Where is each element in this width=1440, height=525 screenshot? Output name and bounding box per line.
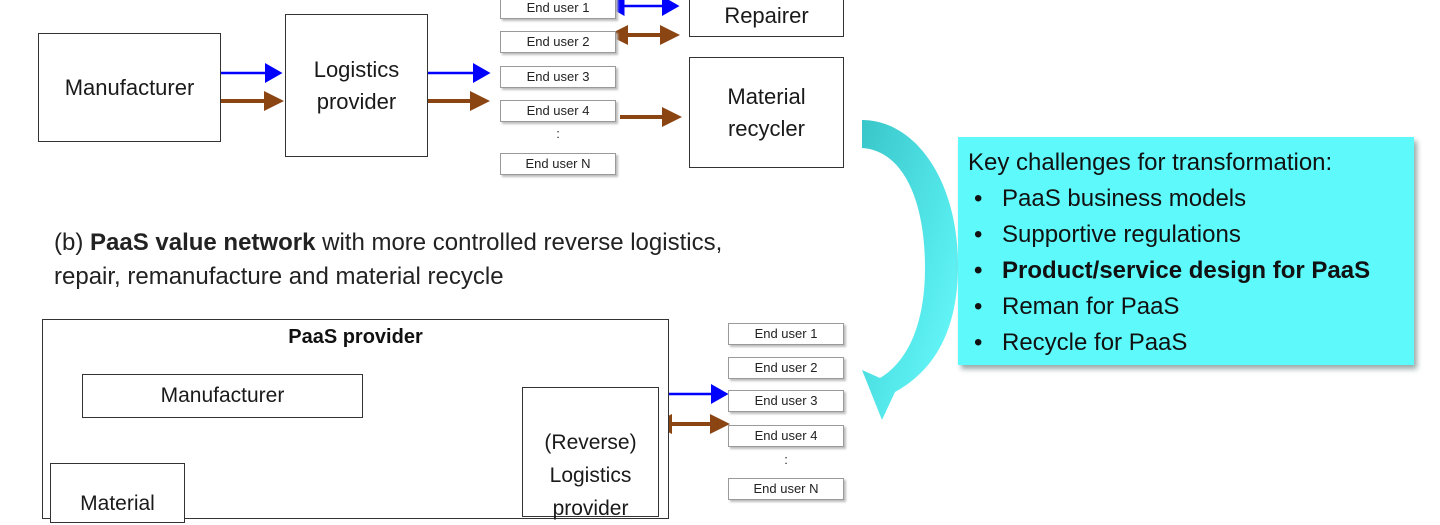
end-user-box: End user 3 <box>500 66 616 88</box>
challenge-item: Supportive regulations <box>968 217 1404 253</box>
recycler-label-line2: recycler <box>727 115 805 141</box>
challenge-item: PaaS business models <box>968 181 1404 217</box>
key-challenges-list: PaaS business models Supportive regulati… <box>968 181 1404 361</box>
logistics-provider-box: Logistics provider <box>285 14 428 157</box>
caption-prefix: (b) <box>54 229 90 256</box>
caption-line2: repair, remanufacture and material recyc… <box>54 263 504 290</box>
key-challenges-title: Key challenges for transformation: <box>968 149 1333 176</box>
end-user-box: End user 1 <box>500 0 616 19</box>
reverse-label-line3: provider <box>552 497 629 520</box>
caption-rest: with more controlled reverse logistics, <box>315 229 723 256</box>
bottom-material-box: Material <box>50 463 185 523</box>
logistics-label-line2: provider <box>316 88 397 114</box>
bottom-material-label: Material <box>80 492 155 515</box>
reverse-logistics-box: (Reverse) Logistics provider <box>522 387 659 520</box>
repairer-box: Repairer <box>689 0 844 37</box>
end-user-box: End user 4 <box>500 100 616 122</box>
logistics-label-line1: Logistics <box>313 56 400 82</box>
end-user-ellipsis: : <box>556 126 560 141</box>
paas-provider-title: PaaS provider <box>288 326 423 348</box>
challenge-item-highlight: Product/service design for PaaS <box>968 253 1404 289</box>
end-user-box: End user N <box>728 478 844 500</box>
key-challenges-box: Key challenges for transformation: PaaS … <box>958 137 1414 365</box>
bottom-manufacturer-box: Manufacturer <box>82 374 363 418</box>
transition-curve-arrow <box>862 120 958 420</box>
manufacturer-label: Manufacturer <box>64 74 195 100</box>
reverse-label-line2: Logistics <box>549 464 632 487</box>
end-user-box: End user 2 <box>500 31 616 53</box>
reverse-label-line1: (Reverse) <box>544 431 637 454</box>
recycler-label-line1: Material <box>727 83 806 109</box>
end-user-box: End user 3 <box>728 390 844 412</box>
caption-bold: PaaS value network <box>90 229 316 256</box>
section-b-caption: (b) PaaS value network with more control… <box>54 226 854 294</box>
end-user-box: End user N <box>500 153 616 175</box>
end-user-box: End user 4 <box>728 425 844 447</box>
challenge-item: Reman for PaaS <box>968 289 1404 325</box>
end-user-box: End user 2 <box>728 357 844 379</box>
material-recycler-box: Material recycler <box>689 57 844 168</box>
challenge-item: Recycle for PaaS <box>968 325 1404 361</box>
end-user-ellipsis: : <box>784 452 788 467</box>
manufacturer-box: Manufacturer <box>38 33 221 142</box>
repairer-label: Repairer <box>724 2 809 28</box>
bottom-manufacturer-label: Manufacturer <box>160 384 285 407</box>
end-user-box: End user 1 <box>728 323 844 345</box>
